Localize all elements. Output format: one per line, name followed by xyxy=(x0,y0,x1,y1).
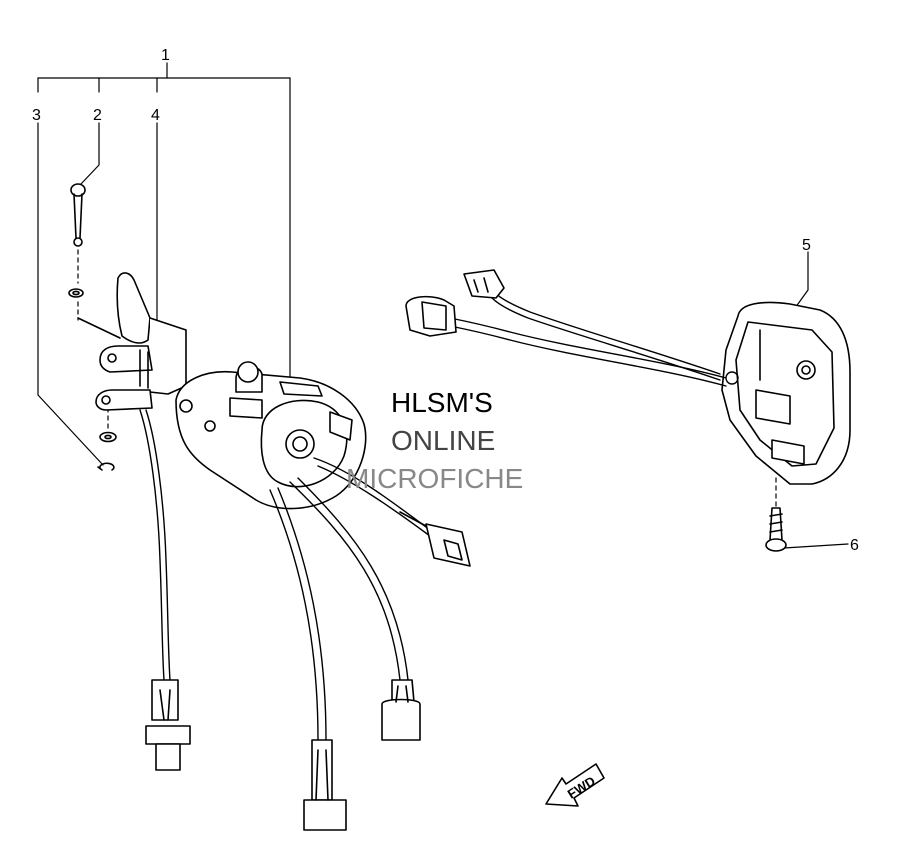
watermark-line-3: MICROFICHE xyxy=(346,463,524,494)
callout-labels: 1 2 3 4 5 6 xyxy=(32,47,859,554)
washer-upper xyxy=(68,288,84,298)
pin-part xyxy=(70,183,86,247)
screw-part xyxy=(765,507,787,552)
housing-cover xyxy=(721,301,851,485)
watermark-line-1: HLSM'S xyxy=(391,387,493,418)
callout-2: 2 xyxy=(93,107,102,124)
connector-d xyxy=(399,511,471,567)
callout-3: 3 xyxy=(32,107,41,124)
wires-left xyxy=(139,409,431,741)
watermark-line-2: ONLINE xyxy=(391,425,496,456)
switch-housing xyxy=(175,361,367,510)
e-clip xyxy=(97,462,115,471)
callout-5: 5 xyxy=(802,237,811,254)
callout-leaders xyxy=(37,62,849,549)
connector-e xyxy=(405,295,457,337)
connector-c xyxy=(381,679,421,741)
connector-b xyxy=(303,739,347,831)
connector-a xyxy=(145,679,191,771)
lever-bracket xyxy=(77,272,187,411)
fwd-arrow-icon: FWD xyxy=(545,763,605,807)
callout-1: 1 xyxy=(161,47,170,64)
washer-lower xyxy=(99,431,117,443)
callout-6: 6 xyxy=(850,537,859,554)
callout-4: 4 xyxy=(151,107,160,124)
connector-f xyxy=(463,269,505,299)
wires-right xyxy=(449,291,739,387)
